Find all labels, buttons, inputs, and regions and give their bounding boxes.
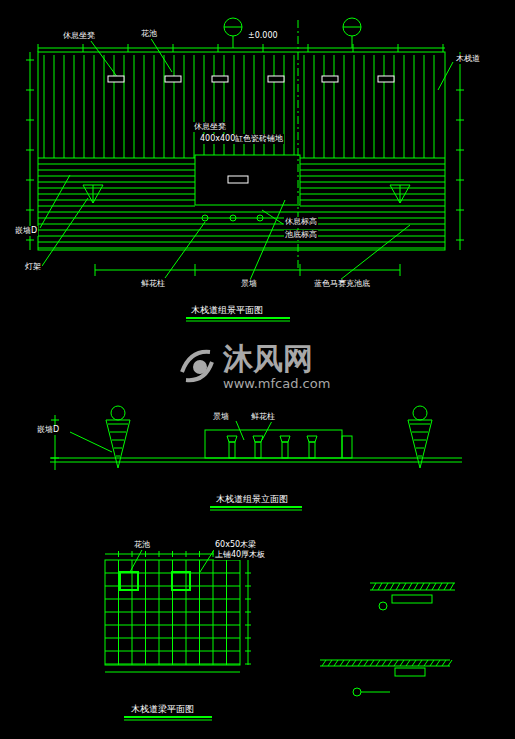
part-name: 景墙 bbox=[240, 279, 258, 289]
beam-plan bbox=[105, 548, 248, 720]
part-name: 花池 bbox=[140, 29, 158, 39]
part-name: 上铺40厚木板 bbox=[214, 550, 266, 560]
part-name: 休息坐凳 bbox=[193, 122, 227, 132]
view-title: 木栈道组景平面图 bbox=[190, 305, 264, 316]
part-name: 花池 bbox=[133, 540, 151, 550]
watermark: www.mfcad.com bbox=[222, 376, 331, 391]
part-name: 鲜花柱 bbox=[140, 279, 166, 289]
view-title: 木栈道组景立面图 bbox=[215, 494, 289, 505]
plan-view bbox=[30, 18, 460, 321]
section-details bbox=[320, 583, 455, 696]
part-name: 蓝色马赛克池底 bbox=[313, 279, 371, 289]
part-name: 嵌墙D bbox=[36, 425, 60, 435]
part-name: ±0.000 bbox=[247, 31, 279, 41]
view-title: 木栈道梁平面图 bbox=[130, 704, 195, 715]
part-name: 嵌墙D bbox=[14, 226, 38, 236]
watermark-icon bbox=[182, 352, 212, 380]
part-name: 池底标高 bbox=[284, 230, 318, 240]
part-name: 休息坐凳 bbox=[62, 31, 96, 41]
elevation-view bbox=[50, 406, 462, 510]
part-name: 鲜花柱 bbox=[250, 412, 276, 422]
board-lines bbox=[26, 44, 464, 666]
part-name: 休息标高 bbox=[284, 217, 318, 227]
part-name: 60x50木梁 bbox=[214, 540, 257, 550]
part-name: 木栈道 bbox=[455, 54, 481, 64]
part-name: 400x400缸色瓷砖铺地 bbox=[199, 134, 284, 144]
part-name: 景墙 bbox=[212, 412, 230, 422]
part-name: 灯架 bbox=[24, 262, 42, 272]
watermark: 沐风网 bbox=[222, 342, 314, 376]
